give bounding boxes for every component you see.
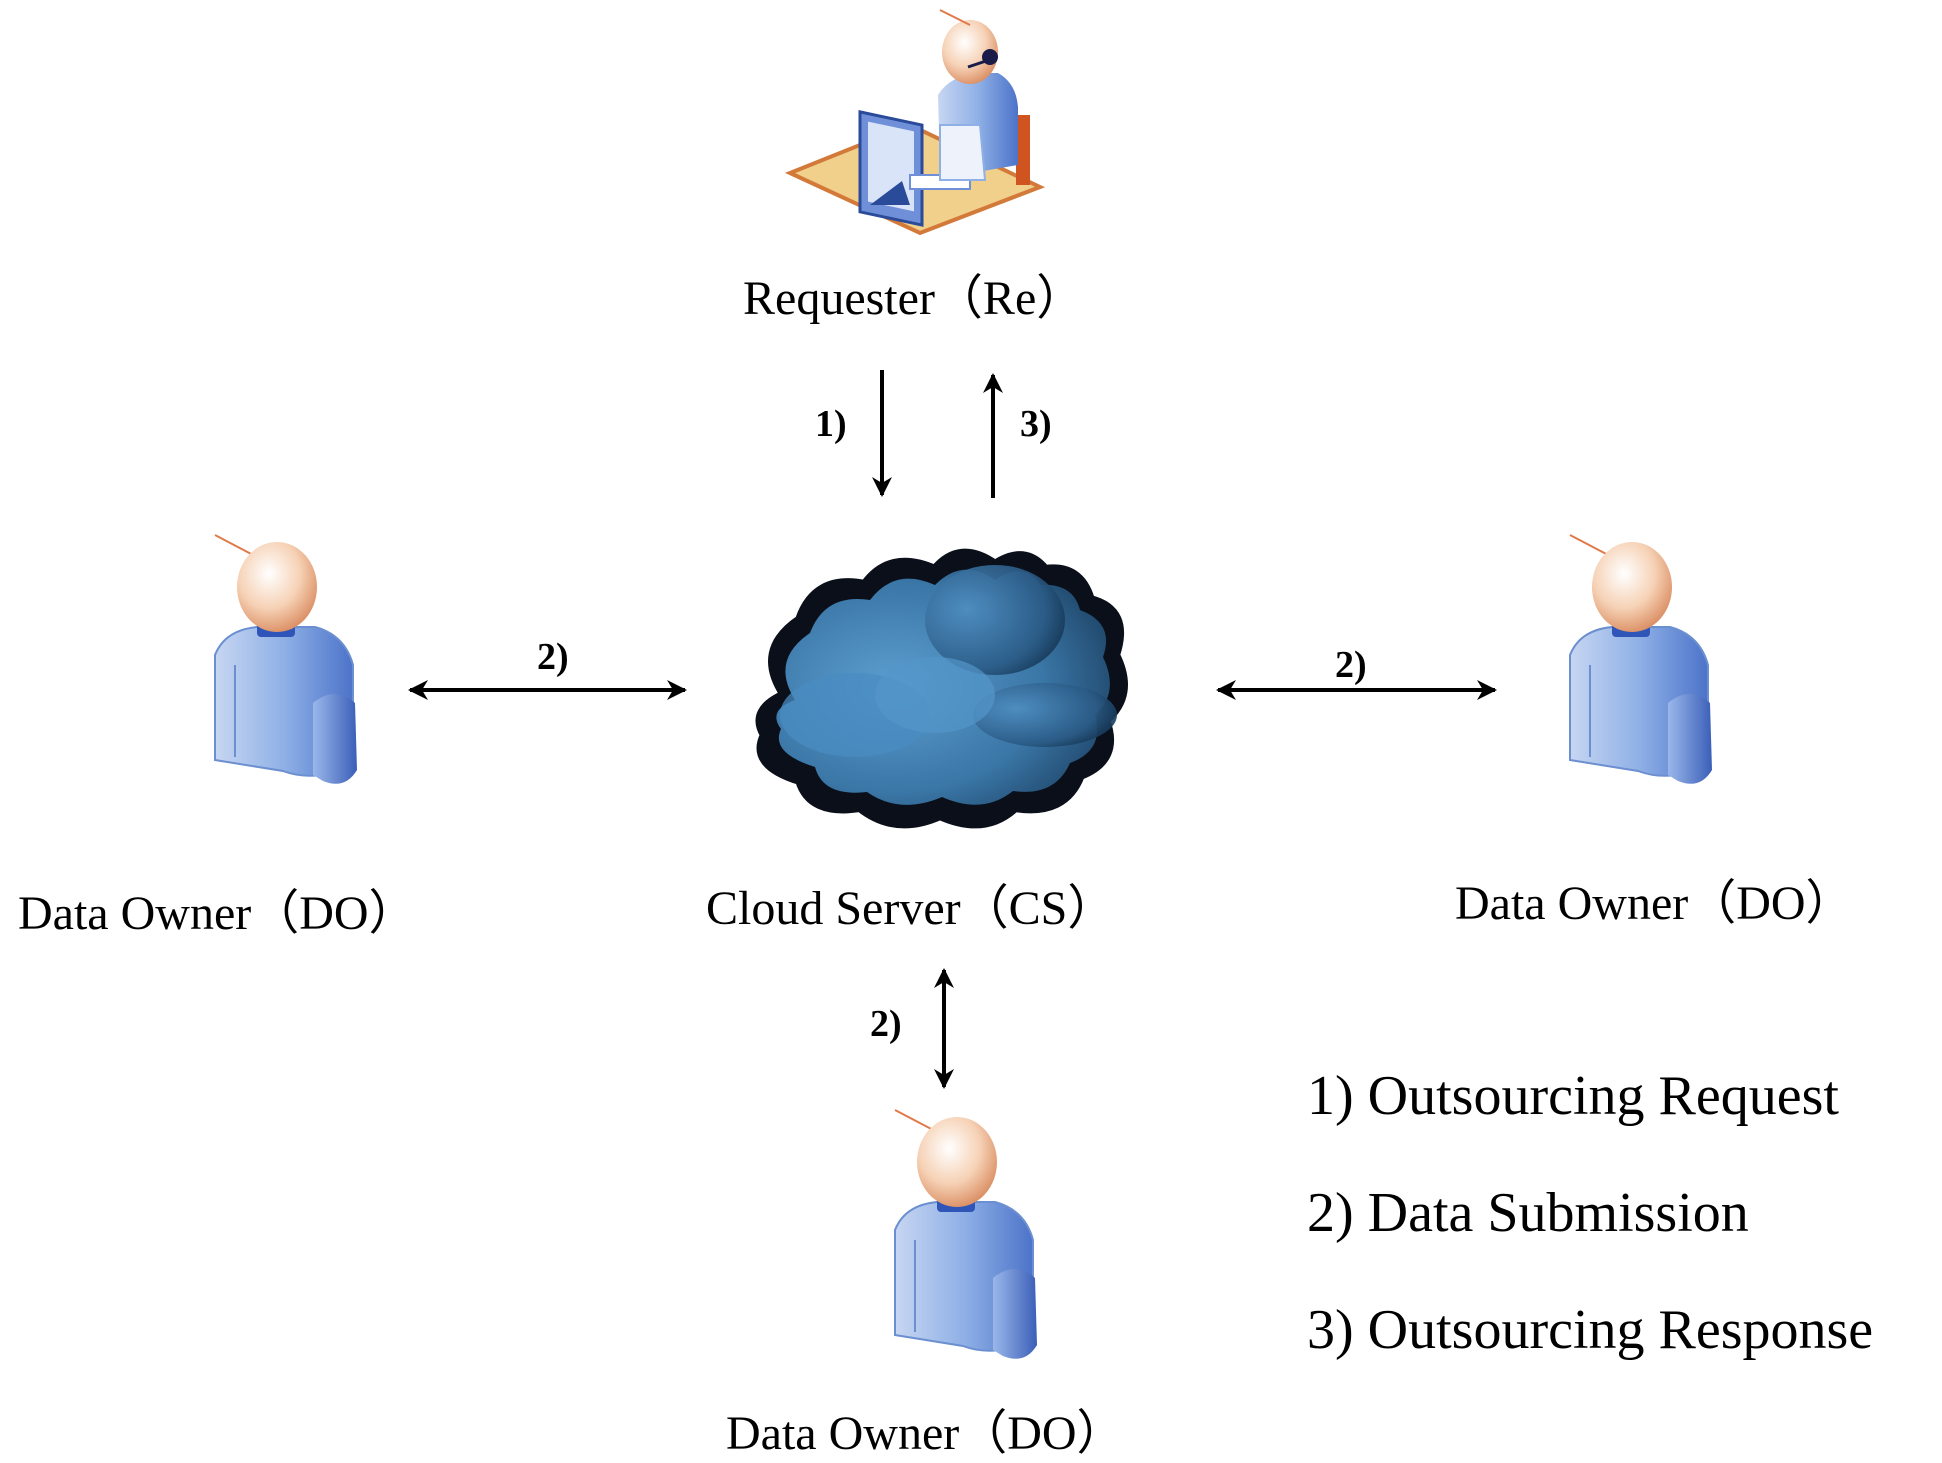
data-owner-left-label: Data Owner（DO） xyxy=(18,887,417,940)
right-submission-label: 2) xyxy=(1335,644,1367,686)
data-owner-right-label: Data Owner（DO） xyxy=(1455,877,1854,930)
right-submission-arrow xyxy=(1216,680,1497,700)
cloud-server-label: Cloud Server（CS） xyxy=(706,882,1116,935)
request-arrow-label: 1) xyxy=(815,403,847,445)
data-owner-bottom-icon xyxy=(894,1109,1038,1360)
data-owner-left-icon xyxy=(214,534,358,785)
left-submission-arrow xyxy=(408,680,687,700)
data-owner-bottom-label: Data Owner（DO） xyxy=(726,1407,1125,1460)
requester-label: Requester（Re） xyxy=(743,272,1085,325)
legend-item-request: 1) Outsourcing Request xyxy=(1307,1065,1839,1127)
requester-computer-icon xyxy=(784,9,1046,236)
response-arrow xyxy=(983,373,1003,498)
bottom-submission-label: 2) xyxy=(870,1003,902,1045)
response-arrow-label: 3) xyxy=(1020,403,1052,445)
bottom-submission-arrow xyxy=(934,968,954,1089)
data-owner-right-icon xyxy=(1569,534,1713,785)
legend-item-response: 3) Outsourcing Response xyxy=(1307,1299,1874,1361)
legend-item-submission: 2) Data Submission xyxy=(1307,1182,1749,1244)
cloud-icon xyxy=(755,548,1128,829)
left-submission-label: 2) xyxy=(537,636,569,678)
request-arrow xyxy=(872,370,892,497)
